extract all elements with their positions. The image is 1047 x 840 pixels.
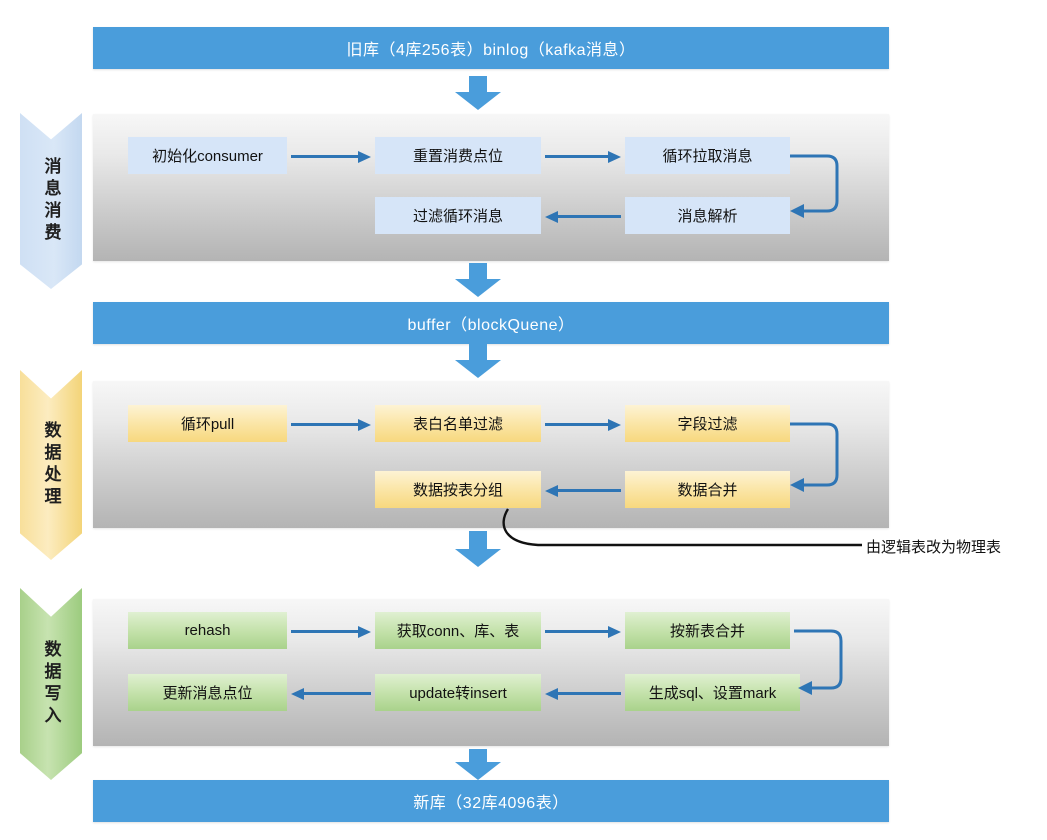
arrow-shaft: [469, 749, 487, 762]
connector-reset-to-loop-pull: [545, 151, 621, 163]
source-database-label: 旧库（4库256表）binlog（kafka消息）: [346, 42, 636, 59]
arrow-head: [455, 549, 501, 567]
node-loop-pull-msg[interactable]: 循环拉取消息: [625, 137, 790, 174]
buffer-bar: buffer（blockQuene）: [93, 302, 889, 344]
flow-arrow-source-to-consume: [455, 76, 501, 110]
node-label: 更新消息点位: [162, 685, 253, 702]
arrow-head: [455, 762, 501, 780]
flow-arrow-process-to-write: [455, 531, 501, 567]
connector-arrowhead: [545, 688, 558, 700]
node-get-conn-db-tbl[interactable]: 获取conn、库、表: [375, 612, 541, 649]
node-label: 循环拉取消息: [662, 148, 753, 165]
connector-arrowhead: [608, 419, 621, 431]
connector-line: [291, 630, 361, 633]
target-database-bar: 新库（32库4096表）: [93, 780, 889, 822]
node-label: 初始化consumer: [152, 148, 263, 165]
arrow-shaft: [469, 342, 487, 360]
node-label: 获取conn、库、表: [396, 623, 520, 640]
connector-line: [555, 489, 621, 492]
stage-banner-label-data-process: 数据处理: [41, 421, 61, 509]
stage-banner-message-consume: 消息消费: [20, 113, 82, 289]
connector-arrowhead: [545, 485, 558, 497]
node-label: update转insert: [409, 685, 507, 702]
arrow-head: [455, 92, 501, 110]
stage-banner-data-process: 数据处理: [20, 370, 82, 560]
node-label: 过滤循环消息: [412, 208, 503, 225]
node-label: rehash: [184, 622, 231, 639]
node-filter-loop-msg[interactable]: 过滤循环消息: [375, 197, 541, 234]
connector-line: [545, 423, 611, 426]
target-database-label: 新库（32库4096表）: [413, 795, 569, 812]
buffer-label: buffer（blockQuene）: [407, 317, 575, 334]
connector-line: [555, 215, 621, 218]
node-update-to-insert[interactable]: update转insert: [375, 674, 541, 711]
node-label: 重置消费点位: [412, 148, 503, 165]
node-update-offset[interactable]: 更新消息点位: [128, 674, 287, 711]
connector-line: [301, 692, 371, 695]
arrow-shaft: [469, 531, 487, 549]
connector-arrowhead: [358, 151, 371, 163]
node-table-whitelist[interactable]: 表白名单过滤: [375, 405, 541, 442]
annotation-logical-to-physical: 由逻辑表改为物理表: [866, 539, 1002, 556]
node-label: 表白名单过滤: [412, 416, 503, 433]
node-label: 循环pull: [180, 416, 235, 433]
arrow-head: [455, 360, 501, 378]
connector-parse-to-filter: [545, 211, 621, 223]
stage-banner-label-message-consume: 消息消费: [41, 157, 61, 245]
node-data-merge[interactable]: 数据合并: [625, 471, 790, 508]
node-rehash[interactable]: rehash: [128, 612, 287, 649]
connector-rehash-to-getconn: [291, 626, 371, 638]
connector-loop-pull-to-whitelist: [291, 419, 371, 431]
connector-line: [291, 155, 361, 158]
connector-updateinsert-to-offset: [291, 688, 371, 700]
flow-arrow-write-to-target: [455, 749, 501, 780]
stage-banner-data-write: 数据写入: [20, 588, 82, 780]
node-label: 数据合并: [677, 482, 738, 499]
node-label: 按新表合并: [669, 623, 745, 640]
node-reset-offset[interactable]: 重置消费点位: [375, 137, 541, 174]
node-label: 字段过滤: [677, 416, 738, 433]
arrow-shaft: [469, 263, 487, 279]
connector-arrowhead: [358, 626, 371, 638]
node-label: 数据按表分组: [412, 482, 503, 499]
connector-arrowhead: [291, 688, 304, 700]
connector-arrowhead: [608, 626, 621, 638]
connector-arrowhead: [608, 151, 621, 163]
connector-line: [555, 692, 621, 695]
node-parse-msg[interactable]: 消息解析: [625, 197, 790, 234]
connector-getconn-to-mergenew: [545, 626, 621, 638]
connector-arrowhead: [358, 419, 371, 431]
node-group-by-table[interactable]: 数据按表分组: [375, 471, 541, 508]
connector-line: [545, 630, 611, 633]
connector-line: [545, 155, 611, 158]
stage-banner-label-data-write: 数据写入: [41, 640, 61, 728]
node-gen-sql-set-mark[interactable]: 生成sql、设置mark: [625, 674, 800, 711]
connector-init-to-reset: [291, 151, 371, 163]
connector-gensql-to-updateinsert: [545, 688, 621, 700]
node-init-consumer[interactable]: 初始化consumer: [128, 137, 287, 174]
node-label: 消息解析: [677, 208, 738, 225]
connector-arrowhead: [545, 211, 558, 223]
flow-arrow-consume-to-buffer: [455, 263, 501, 297]
node-loop-pull[interactable]: 循环pull: [128, 405, 287, 442]
node-label: 生成sql、设置mark: [648, 685, 777, 702]
arrow-head: [455, 279, 501, 297]
flow-arrow-buffer-to-process: [455, 342, 501, 378]
node-field-filter[interactable]: 字段过滤: [625, 405, 790, 442]
arrow-shaft: [469, 76, 487, 92]
connector-line: [291, 423, 361, 426]
source-database-bar: 旧库（4库256表）binlog（kafka消息）: [93, 27, 889, 69]
connector-whitelist-to-field-filter: [545, 419, 621, 431]
connector-merge-to-group: [545, 485, 621, 497]
node-merge-new-table[interactable]: 按新表合并: [625, 612, 790, 649]
